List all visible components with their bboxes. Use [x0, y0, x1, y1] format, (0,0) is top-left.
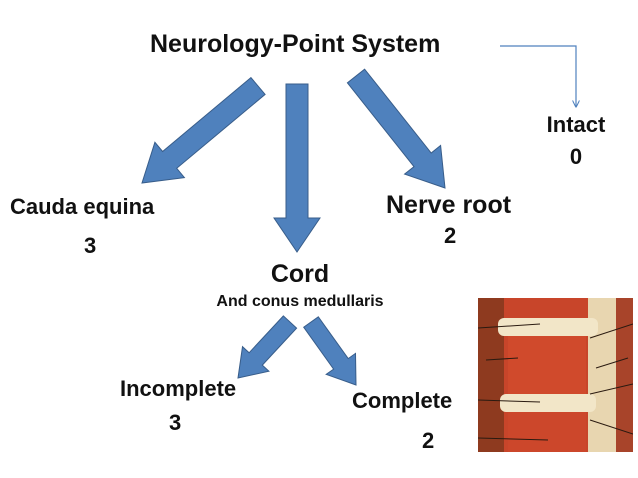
node-complete-score: 2: [422, 428, 435, 453]
connector-title-intact: [500, 45, 576, 106]
arrow-to-cauda-equina: [141, 76, 266, 184]
arrow-to-incomplete: [237, 315, 298, 379]
spine-section-photo: [478, 298, 633, 452]
arrow-to-nerve-root: [346, 68, 446, 189]
arrow-to-complete: [303, 316, 357, 386]
arrow-to-cord: [273, 83, 321, 253]
node-complete-label: Complete: [352, 388, 453, 413]
node-nerve-root-label: Nerve root: [386, 191, 512, 219]
node-incomplete-score: 3: [169, 410, 182, 435]
node-intact-score: 0: [569, 144, 583, 169]
diagram-title: Neurology-Point System: [150, 30, 441, 58]
node-nerve-root-score: 2: [444, 223, 457, 248]
node-cord-sublabel: And conus medullaris: [216, 293, 384, 310]
node-incomplete-label: Incomplete: [120, 376, 237, 401]
node-cord-label: Cord: [270, 260, 330, 288]
node-cauda-equina-label: Cauda equina: [10, 194, 155, 219]
node-cauda-equina-score: 3: [84, 233, 97, 258]
node-intact-label: Intact: [546, 112, 606, 137]
